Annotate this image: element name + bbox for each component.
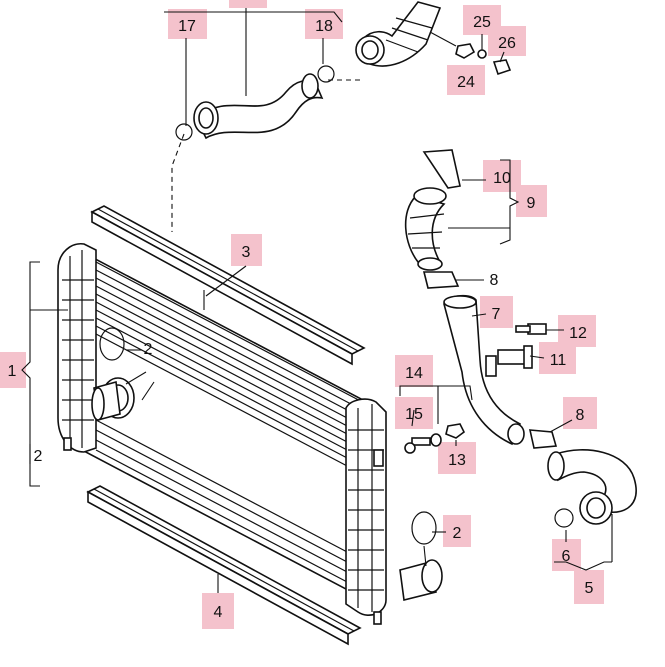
callout-highlights: [0, 0, 604, 629]
callout-7: 7: [492, 306, 501, 323]
highlight-10: [483, 160, 521, 192]
callout-labels: 17 18 25 26 24 10 9 3 8 7 12 11 2 1 14 1…: [8, 14, 594, 621]
highlight-5: [574, 570, 604, 604]
intercooler: [57, 243, 387, 625]
highlight-12: [558, 315, 596, 347]
highlight-8b: [563, 397, 597, 429]
lower-charge-hose: [528, 429, 637, 528]
highlight-24: [447, 65, 485, 95]
callout-25: 25: [473, 14, 491, 31]
callout-8-upper: 8: [490, 272, 499, 289]
leader-lines: [21, 8, 613, 593]
callout-2-bottom: 2: [34, 448, 43, 465]
highlight-13: [438, 442, 476, 474]
callout-1: 1: [8, 363, 17, 380]
intercooler-core-fins: [95, 261, 371, 595]
highlight-11: [539, 342, 576, 374]
callout-17: 17: [178, 18, 196, 35]
callout-2-right: 2: [453, 525, 462, 542]
callout-24: 24: [457, 74, 475, 91]
fastener-set: [455, 43, 512, 76]
highlight-top-cut: [229, 0, 267, 8]
callout-15: 15: [405, 406, 423, 423]
highlight-26: [488, 26, 526, 56]
callout-14: 14: [405, 365, 423, 382]
highlight-2c: [443, 515, 471, 547]
lower-seal-strip: [86, 485, 362, 646]
highlight-18: [305, 9, 343, 39]
turbo-pipe: [355, 1, 442, 67]
highlight-4: [202, 593, 234, 629]
callout-3: 3: [242, 244, 251, 261]
callout-2-left: 2: [144, 341, 153, 358]
left-inlet-stub: [91, 327, 135, 422]
callout-10: 10: [493, 170, 511, 187]
right-outlet-stub: [399, 511, 443, 601]
left-tank-grid: [62, 250, 94, 448]
highlight-3: [231, 234, 262, 266]
callout-9: 9: [527, 195, 536, 212]
mounting-bolt-set: [404, 423, 466, 454]
charge-pipe-with-sensor: [443, 294, 547, 446]
callout-6: 6: [562, 548, 571, 565]
highlight-14: [395, 355, 433, 387]
right-tank-grid: [348, 404, 384, 612]
callout-8-lower: 8: [576, 407, 585, 424]
highlight-9: [516, 185, 547, 217]
upper-charge-hose: [175, 65, 335, 141]
callout-13: 13: [448, 452, 466, 469]
highlight-17: [168, 9, 207, 39]
callout-11: 11: [550, 352, 567, 369]
callout-18: 18: [315, 18, 333, 35]
callout-12: 12: [569, 325, 587, 342]
callout-5: 5: [585, 580, 594, 597]
callout-26: 26: [498, 35, 516, 52]
highlight-7: [480, 296, 513, 328]
charge-air-pipe: [404, 149, 461, 289]
callout-4: 4: [214, 604, 223, 621]
